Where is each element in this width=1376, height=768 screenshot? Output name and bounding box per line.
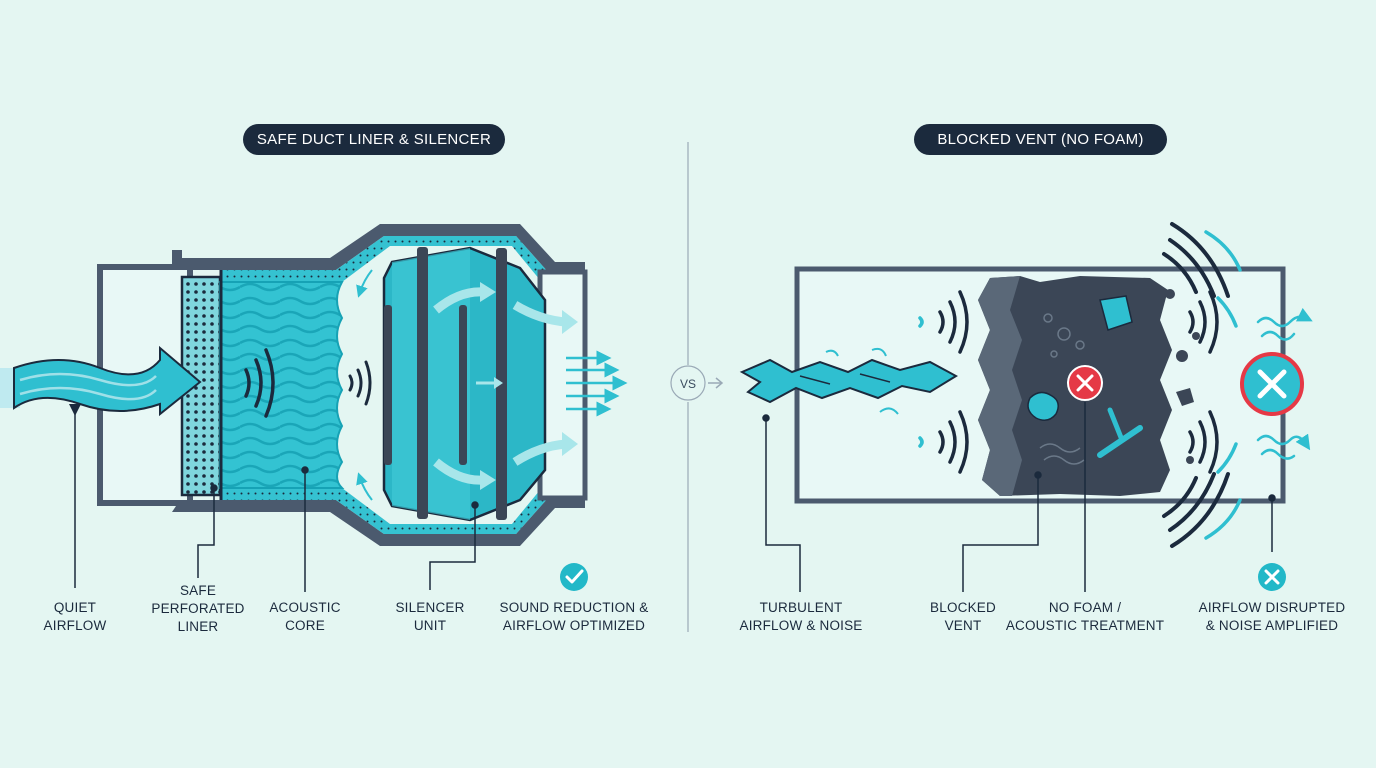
quiet-airflow-arrow [0, 345, 202, 417]
debris-fragment [1099, 295, 1133, 331]
airflow-blocked-icon [1240, 352, 1304, 416]
check-icon [560, 563, 588, 591]
exit-airflow-arrows [566, 350, 628, 417]
baffle-1 [417, 247, 428, 519]
disrupted-exit-airflow [1256, 307, 1313, 460]
no-foam-icon [1067, 365, 1103, 401]
silencer-unit [382, 246, 578, 522]
right-callout-lines [762, 402, 1276, 592]
label-sound-reduction: SOUND REDUCTION &AIRFLOW OPTIMIZED [499, 600, 649, 633]
flange-top [172, 250, 182, 270]
bottom-liner-strip [220, 488, 548, 534]
x-icon [1258, 563, 1286, 591]
baffle-3 [459, 305, 467, 465]
amplified-noise-waves [1162, 222, 1230, 548]
vs-arrow-icon [708, 377, 724, 389]
right-panel-title: BLOCKED VENT (NO FOAM) [914, 124, 1167, 155]
label-airflow-disrupted: AIRFLOW DISRUPTED& NOISE AMPLIFIED [1198, 600, 1346, 633]
turbulent-airflow [739, 347, 959, 415]
duct-outlet-section [537, 269, 588, 501]
sound-waves-reduced [348, 360, 372, 406]
left-callout-lines [69, 404, 479, 592]
noise-waves [938, 290, 1219, 474]
top-liner-strip [220, 236, 548, 282]
label-no-foam: NO FOAM /ACOUSTIC TREATMENT [1005, 600, 1165, 633]
left-panel-title: SAFE DUCT LINER & SILENCER [243, 124, 505, 155]
vs-label: VS [679, 377, 696, 391]
vs-badge [670, 365, 706, 401]
acoustic-core [219, 281, 345, 489]
baffle-4 [384, 305, 392, 465]
flow-arrow-bottom [433, 458, 485, 485]
flow-arrow-top [433, 287, 485, 314]
sound-waves-core [244, 348, 275, 418]
